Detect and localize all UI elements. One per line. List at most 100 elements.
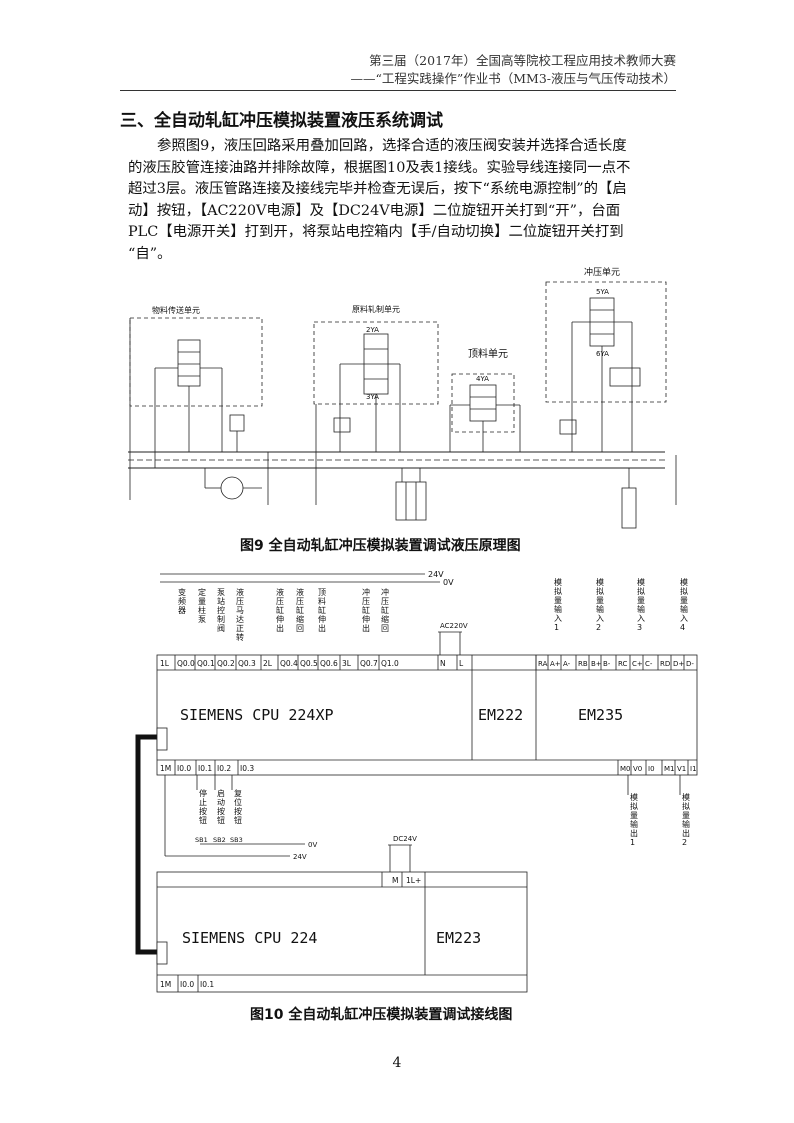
analog-input-label: 模 bbox=[680, 577, 688, 587]
analog-output-label: 1 bbox=[630, 838, 635, 847]
input-terminal: 1M bbox=[160, 764, 171, 773]
output-load-label: 液 bbox=[276, 587, 284, 597]
output-load-label: 缸 bbox=[381, 605, 389, 615]
output-terminal: 1L bbox=[160, 659, 170, 668]
output-terminal: Q0.2 bbox=[217, 659, 235, 668]
svg-text:冲压单元: 冲压单元 bbox=[584, 266, 620, 278]
dc24v-label: DC24V bbox=[393, 835, 417, 843]
analog-input-label: 输 bbox=[637, 604, 645, 614]
analog-input-label: 量 bbox=[596, 596, 604, 605]
button-label: 钮 bbox=[234, 815, 242, 825]
paragraph-line: “自”。 bbox=[128, 245, 172, 262]
em235-terminal: D- bbox=[686, 660, 694, 668]
output-load-label: 伸 bbox=[362, 614, 370, 624]
analog-input-label: 入 bbox=[637, 614, 645, 623]
output-load-label: 缩 bbox=[296, 614, 304, 624]
output-load-label: 伸 bbox=[276, 614, 284, 624]
svg-text:物料传送单元: 物料传送单元 bbox=[152, 305, 200, 315]
button-label: 启 bbox=[217, 788, 225, 798]
output-terminal: Q0.1 bbox=[197, 659, 215, 668]
header-line-2: ——“工程实践操作”作业书（MM3-液压与气压传动技术） bbox=[350, 71, 676, 86]
paragraph-line: 动】按钮，【AC220V电源】及【DC24V电源】二位旋钮开关打到“开”，台面 bbox=[128, 202, 621, 219]
output-terminal: 3L bbox=[342, 659, 352, 668]
rail-0v-label: 0V bbox=[443, 578, 454, 587]
analog-input-label: 入 bbox=[680, 614, 688, 623]
em235-terminal: RA bbox=[538, 660, 548, 668]
analog-input-label: 量 bbox=[680, 596, 688, 605]
paragraph-line: 参照图9，液压回路采用叠加回路，选择合适的液压阀安装并选择合适长度 bbox=[157, 138, 627, 154]
output-load-label: 冲 bbox=[381, 587, 389, 597]
analog-input-label: 量 bbox=[637, 596, 645, 605]
analog-output-label: 输 bbox=[682, 819, 690, 829]
output-load-label: 制 bbox=[217, 614, 225, 624]
button-label: 按 bbox=[217, 806, 225, 816]
button-label: 钮 bbox=[217, 815, 225, 825]
button-code: SB3 bbox=[230, 836, 243, 844]
analog-input-label: 入 bbox=[554, 614, 562, 623]
analog-output-label: 输 bbox=[630, 819, 638, 829]
paragraph-line: 超过3层。液压管路连接及接线完毕并检查无误后，按下“系统电源控制”的【启 bbox=[128, 181, 627, 197]
analog-input-label: 输 bbox=[596, 604, 604, 614]
input-terminal: I0.3 bbox=[240, 764, 254, 773]
output-load-label: 压 bbox=[362, 597, 370, 606]
button-label: 按 bbox=[199, 806, 207, 816]
em223-terminal: M bbox=[392, 876, 398, 885]
analog-input-label: 量 bbox=[554, 596, 562, 605]
output-load-label: 控 bbox=[217, 605, 225, 615]
cpu-224xp-label: SIEMENS CPU 224XP bbox=[180, 706, 334, 724]
output-load-label: 缩 bbox=[381, 614, 389, 624]
analog-input-label: 拟 bbox=[637, 586, 645, 596]
cpu2-input-terminal: I0.0 bbox=[180, 980, 194, 989]
analog-input-label: 拟 bbox=[596, 586, 604, 596]
output-terminal: N bbox=[440, 659, 446, 668]
output-load-label: 出 bbox=[318, 623, 326, 633]
output-load-label: 缸 bbox=[276, 605, 284, 615]
svg-text:6YA: 6YA bbox=[596, 350, 609, 358]
em235-output-terminal: M0 bbox=[620, 765, 631, 773]
page-number: 4 bbox=[392, 1055, 402, 1071]
svg-text:原料轧制单元: 原料轧制单元 bbox=[352, 304, 400, 314]
em235-terminal: RB bbox=[578, 660, 588, 668]
body-paragraph: 参照图9，液压回路采用叠加回路，选择合适的液压阀安装并选择合适长度 的液压胶管连… bbox=[128, 136, 678, 265]
svg-text:顶料单元: 顶料单元 bbox=[468, 347, 508, 360]
output-terminal: 2L bbox=[263, 659, 273, 668]
analog-input-label: 4 bbox=[680, 623, 685, 632]
analog-input-label: 拟 bbox=[554, 586, 562, 596]
button-label: 位 bbox=[234, 797, 242, 807]
output-terminal: L bbox=[459, 659, 464, 668]
analog-output-label: 出 bbox=[630, 828, 638, 838]
analog-output-label: 出 bbox=[682, 828, 690, 838]
output-load-label: 站 bbox=[217, 596, 225, 606]
output-load-label: 泵 bbox=[217, 588, 225, 597]
analog-input-label: 输 bbox=[680, 604, 688, 614]
output-terminal: Q0.0 bbox=[177, 659, 195, 668]
em235-terminal: C+ bbox=[632, 660, 643, 668]
analog-output-label: 量 bbox=[682, 811, 690, 820]
output-load-label: 正 bbox=[236, 624, 244, 633]
output-load-label: 液 bbox=[236, 587, 244, 597]
em235-terminal: B- bbox=[603, 660, 611, 668]
button-label: 按 bbox=[234, 806, 242, 816]
input-terminal: I0.2 bbox=[217, 764, 231, 773]
output-load-label: 柱 bbox=[198, 605, 206, 615]
cpu2-input-terminal: I0.1 bbox=[200, 980, 214, 989]
em235-output-terminal: I0 bbox=[648, 765, 655, 773]
analog-input-label: 模 bbox=[637, 577, 645, 587]
em235-terminal: A- bbox=[563, 660, 571, 668]
output-load-label: 定 bbox=[198, 587, 206, 597]
output-load-label: 量 bbox=[198, 597, 206, 606]
analog-output-label: 拟 bbox=[682, 801, 690, 811]
analog-output-label: 量 bbox=[630, 811, 638, 820]
em235-terminal: D+ bbox=[673, 660, 684, 668]
figure-10-caption: 图10 全自动轧缸冲压模拟装置调试接线图 bbox=[250, 1007, 513, 1023]
header-line-1: 第三届（2017年）全国高等院校工程应用技术教师大赛 bbox=[369, 53, 676, 68]
output-load-label: 伸 bbox=[318, 614, 326, 624]
output-load-label: 回 bbox=[381, 624, 389, 633]
output-load-label: 阀 bbox=[217, 624, 225, 633]
svg-text:3YA: 3YA bbox=[366, 393, 379, 401]
rail-24v-label: 24V bbox=[428, 570, 444, 579]
output-load-label: 出 bbox=[276, 623, 284, 633]
analog-input-label: 入 bbox=[596, 614, 604, 623]
